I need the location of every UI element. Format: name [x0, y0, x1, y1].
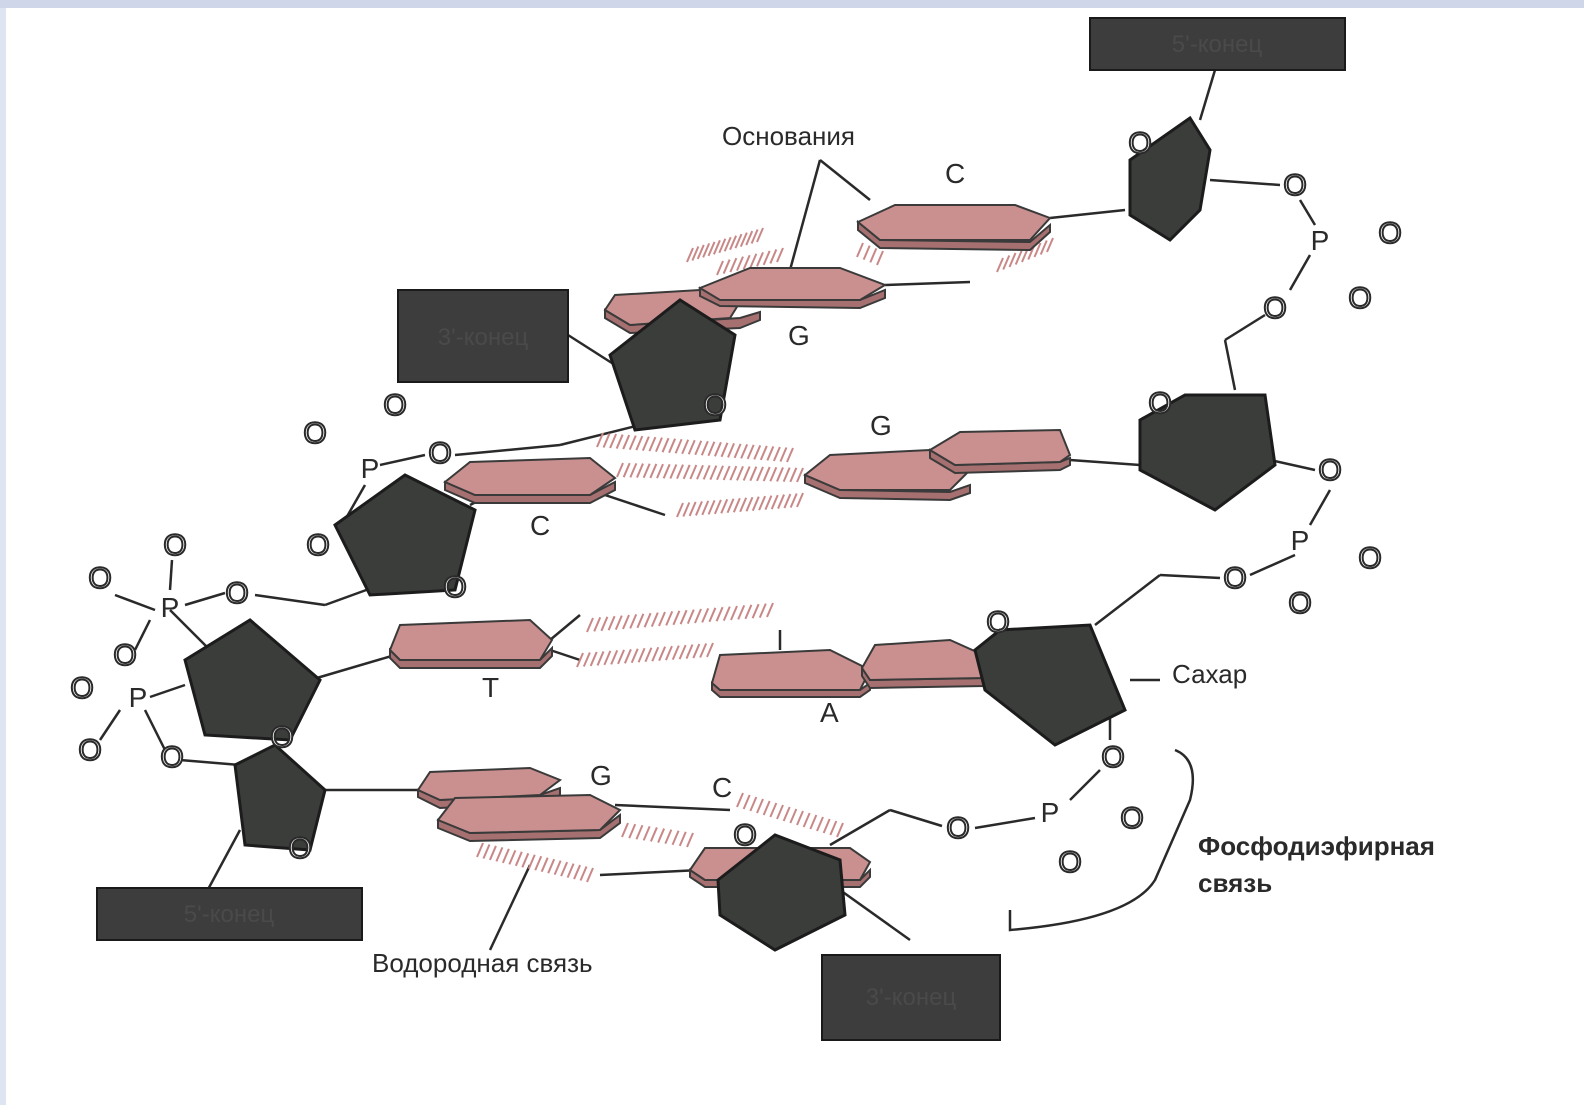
svg-text:5'-конец: 5'-конец	[1172, 31, 1263, 58]
base-letter-g-mid: G	[870, 410, 892, 441]
base-letter-c-bottom: C	[712, 772, 732, 803]
oxygen-atom: O	[1058, 846, 1081, 879]
oxygen-atom: O	[1101, 741, 1124, 774]
oxygen-atom: O	[70, 672, 93, 705]
base-letter-t: T	[482, 672, 499, 703]
oxygen-atom: O	[270, 721, 293, 754]
oxygen-atom: O	[733, 819, 756, 852]
phosphorus-atom: P	[1311, 225, 1330, 256]
hbond-ta-2	[577, 643, 713, 667]
base-letter-g-bottom: G	[590, 760, 612, 791]
oxygen-atom: O	[428, 437, 451, 470]
oxygen-atom: O	[986, 606, 1009, 639]
base-ring-t	[390, 620, 552, 668]
oxygen-atom: O	[88, 562, 111, 595]
label-hydrogen-bond: Водородная связь	[372, 948, 593, 978]
caption-labels: Основания Сахар Фосфодиэфирная связь Вод…	[372, 121, 1435, 978]
oxygen-atom: O	[113, 639, 136, 672]
oxygen-atom: O	[1318, 454, 1341, 487]
hbond-ta-1	[587, 603, 773, 632]
oxygen-atom: O	[306, 529, 329, 562]
end-box-5-bottom: 5'-конец	[97, 888, 362, 940]
oxygen-atom: O	[1128, 127, 1151, 160]
oxygen-atom: O	[383, 389, 406, 422]
oxygen-atom: O	[1378, 217, 1401, 250]
svg-text:3'-конец: 3'-конец	[866, 984, 957, 1011]
sugar-6	[185, 620, 320, 740]
phosphorus-atom: P	[361, 453, 380, 484]
oxygen-atom: O	[1120, 802, 1143, 835]
oxygen-atom: O	[163, 529, 186, 562]
label-sugar: Сахар	[1172, 659, 1247, 689]
oxygen-atom: O	[225, 577, 248, 610]
base-ring-g-top	[605, 268, 885, 333]
phosphorus-atom: P	[161, 592, 180, 623]
svg-text:3'-конец: 3'-конец	[438, 324, 529, 351]
oxygen-atom: O	[160, 741, 183, 774]
hbond-gc-bottom-3	[622, 823, 693, 847]
oxygen-atom: O	[443, 571, 466, 604]
phosphorus-atom: P	[1041, 797, 1060, 828]
oxygen-atom: O	[78, 734, 101, 767]
base-letter-c-mid: C	[530, 510, 550, 541]
phosphorus-atom: P	[1291, 525, 1310, 556]
oxygen-atom: O	[1223, 562, 1246, 595]
hbond-gc-mid-1	[597, 433, 793, 462]
oxygen-atom: O	[1263, 292, 1286, 325]
base-letter-g-top: G	[788, 320, 810, 351]
sugar-5	[975, 625, 1125, 745]
base-letter-a: A	[820, 697, 839, 728]
end-box-3-left: 3'-конец	[398, 290, 568, 382]
oxygen-atom: O	[1148, 387, 1171, 420]
oxygen-atom: O	[1348, 282, 1371, 315]
hbond-gc-bottom-2	[477, 843, 593, 882]
label-phosphodiester-2: связь	[1198, 868, 1272, 898]
oxygen-atom: O	[1358, 542, 1381, 575]
oxygen-atom: O	[703, 389, 726, 422]
phosphorus-atom: P	[129, 682, 148, 713]
oxygen-atom: O	[1288, 587, 1311, 620]
base-letter-c-top: C	[945, 158, 965, 189]
hbond-gc-mid-2	[617, 463, 803, 482]
oxygen-atom: O	[288, 832, 311, 865]
end-box-3-bottom: 3'-конец	[822, 955, 1000, 1040]
base-ring-a	[712, 640, 990, 697]
oxygen-atom: O	[946, 812, 969, 845]
label-phosphodiester: Фосфодиэфирная	[1198, 831, 1435, 861]
base-ring-c-top	[858, 205, 1050, 250]
svg-text:5'-конец: 5'-конец	[184, 901, 275, 928]
hbond-gc-top-1	[687, 228, 763, 262]
sugars-layer	[185, 118, 1275, 950]
base-ring-c-mid	[445, 458, 615, 503]
oxygen-atom: O	[1283, 169, 1306, 202]
label-bases: Основания	[722, 121, 855, 151]
base-ring-g-mid	[805, 430, 1070, 500]
hbond-gc-mid-3	[677, 493, 803, 517]
end-box-5-top: 5'-конец	[1090, 18, 1345, 70]
oxygen-atom: O	[303, 417, 326, 450]
